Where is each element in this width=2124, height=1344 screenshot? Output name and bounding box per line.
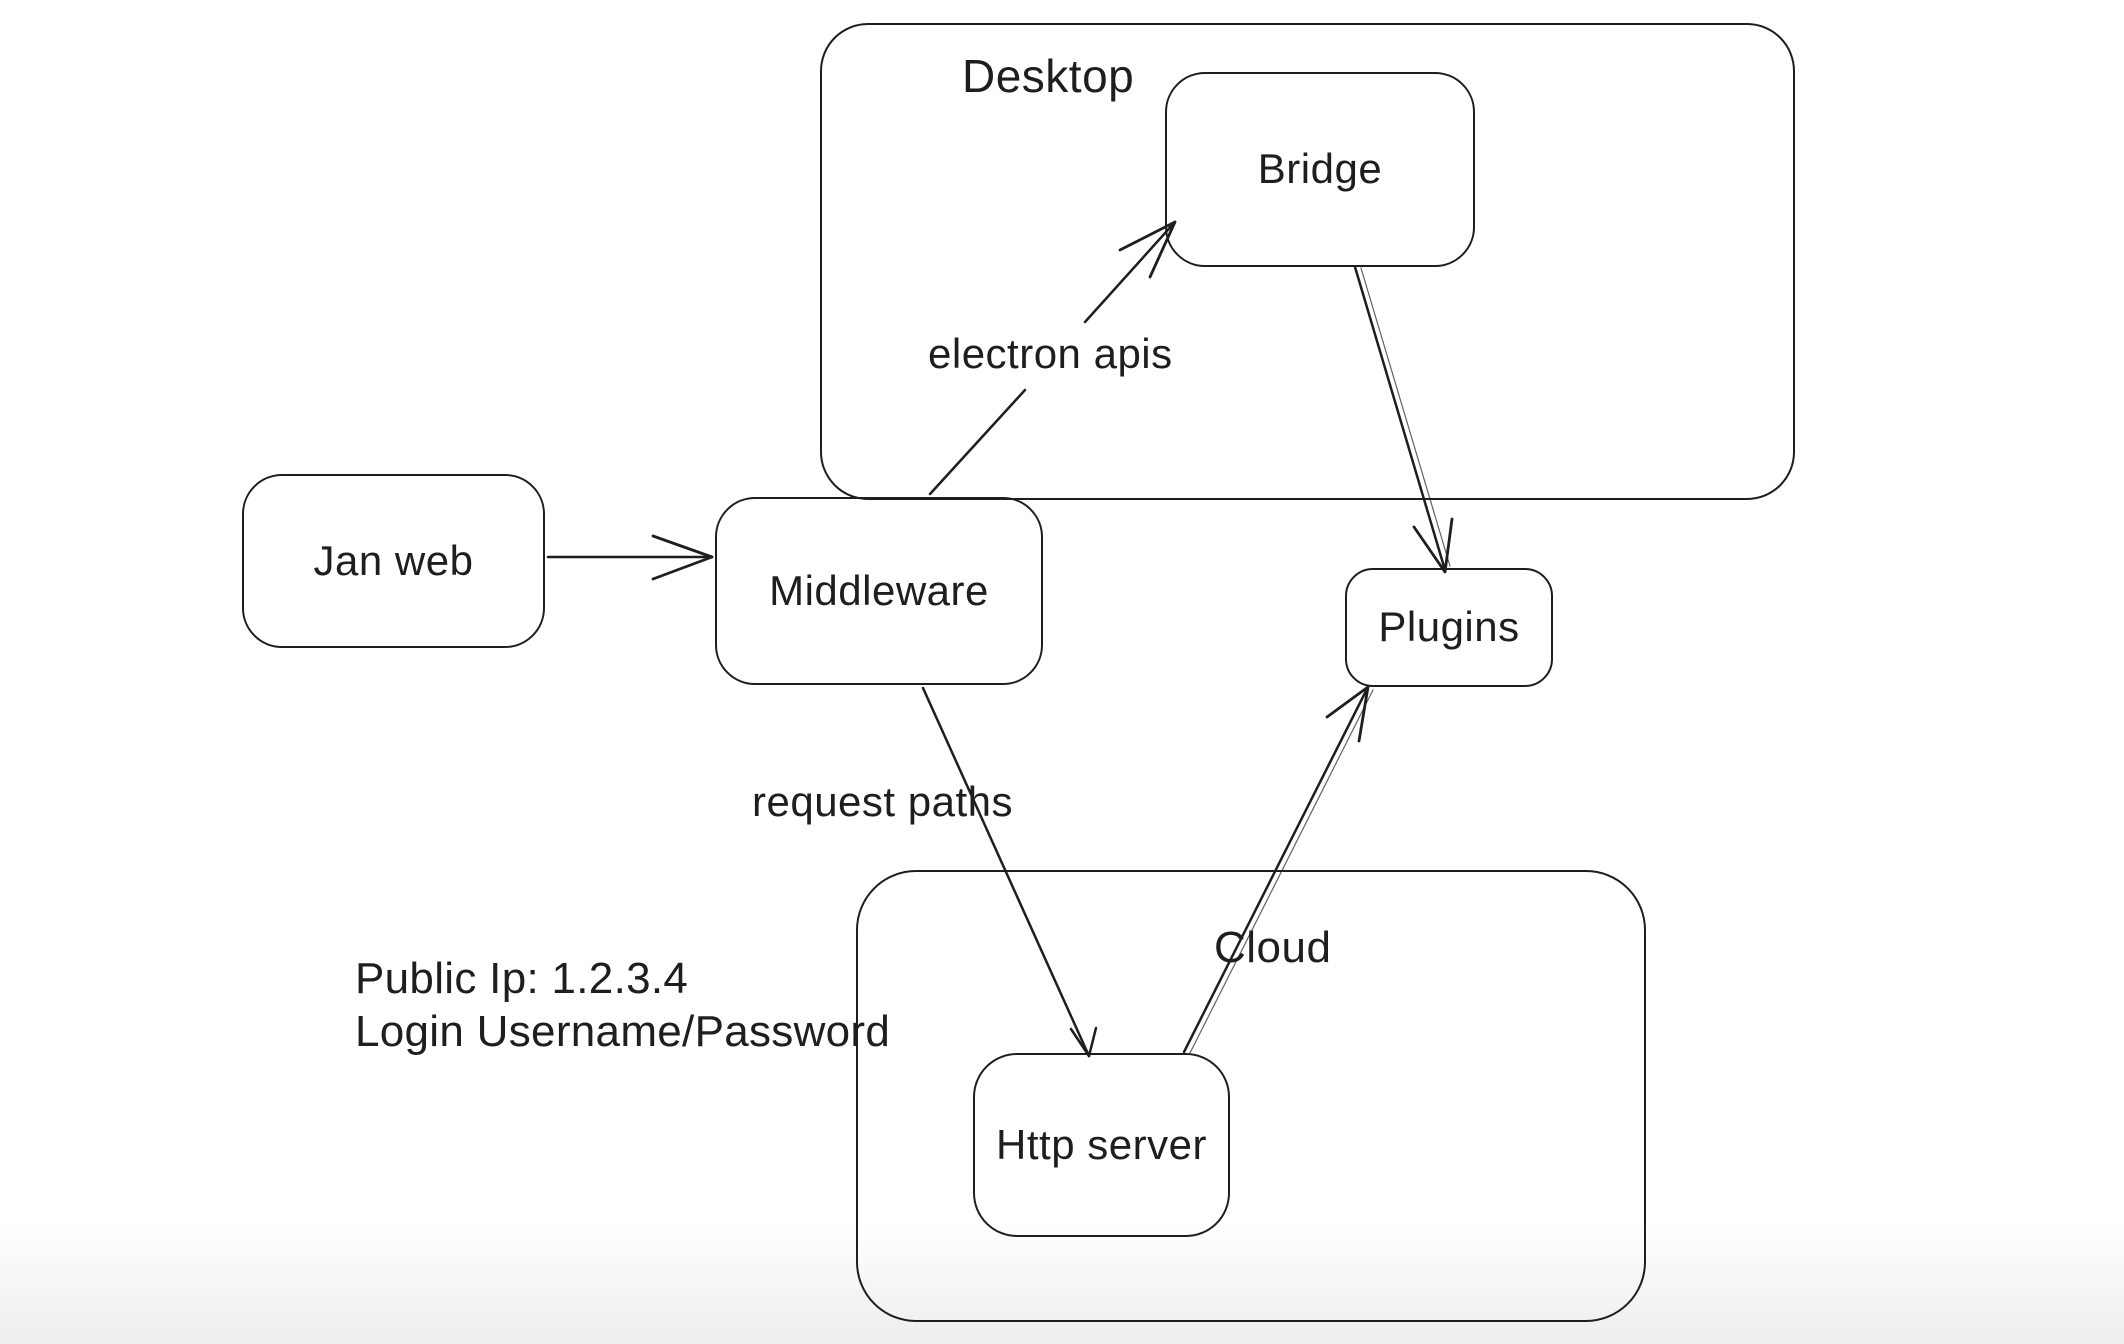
- node-jan-web-label: Jan web: [313, 536, 474, 584]
- container-desktop[interactable]: [820, 23, 1795, 500]
- arrow-middleware-to-http-server[interactable]: [921, 686, 1098, 1058]
- annotation-login-credentials: Login Username/Password: [355, 1007, 891, 1056]
- node-plugins[interactable]: Plugins: [1345, 568, 1553, 687]
- edge-label-electron-apis: electron apis: [928, 330, 1173, 377]
- arrow-bridge-to-plugins[interactable]: [1353, 265, 1454, 574]
- node-middleware-label: Middleware: [769, 566, 989, 614]
- node-http-server[interactable]: Http server: [973, 1053, 1230, 1237]
- edge-label-request-paths: request paths: [752, 778, 1014, 825]
- node-jan-web[interactable]: Jan web: [242, 474, 545, 648]
- container-desktop-label: Desktop: [962, 50, 1135, 102]
- arrow-jan-web-to-middleware[interactable]: [546, 534, 714, 581]
- node-middleware[interactable]: Middleware: [715, 497, 1043, 685]
- arrow-http-server-to-plugins[interactable]: [1182, 685, 1374, 1054]
- container-cloud[interactable]: [856, 870, 1646, 1322]
- node-bridge[interactable]: Bridge: [1165, 72, 1475, 267]
- node-plugins-label: Plugins: [1378, 603, 1520, 651]
- node-http-server-label: Http server: [996, 1120, 1207, 1168]
- node-bridge-label: Bridge: [1257, 145, 1383, 193]
- arrow-middleware-to-bridge[interactable]: [928, 220, 1177, 496]
- container-cloud-label: Cloud: [1214, 923, 1332, 972]
- annotation-public-ip: Public Ip: 1.2.3.4: [355, 954, 689, 1003]
